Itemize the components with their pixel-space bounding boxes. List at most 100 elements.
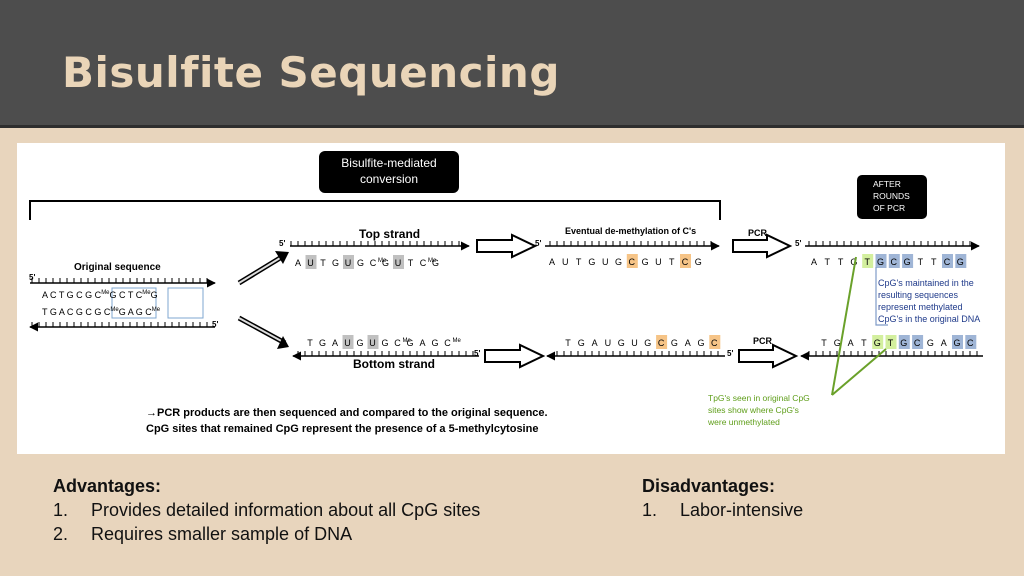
header-divider — [0, 125, 1024, 128]
sequence-base: T — [838, 257, 844, 267]
sequence-base: U — [602, 257, 609, 267]
methyl-superscript: Me — [378, 258, 387, 264]
sequence-base: T — [576, 257, 582, 267]
original-label: Original sequence — [74, 262, 161, 273]
base-highlight — [955, 254, 967, 268]
diagram-caption: →PCR products are then sequenced and com… — [146, 407, 548, 435]
svg-text:→PCR products are then sequenc: →PCR products are then sequenced and com… — [146, 407, 548, 419]
after-pcr-label-box — [857, 175, 927, 219]
svg-text:resulting sequences: resulting sequences — [878, 290, 959, 300]
sequence-base: C — [914, 338, 921, 348]
demethylation-label: Eventual de-methylation of C's — [565, 226, 696, 236]
pcr-label-bottom: PCR — [753, 336, 773, 346]
base-highlight — [393, 255, 404, 269]
sequence-base: G — [588, 257, 595, 267]
header-bar — [0, 0, 1024, 125]
svg-text:CpG's in the original DNA: CpG's in the original DNA — [878, 314, 980, 324]
conversion-label-box — [319, 151, 459, 193]
list-item: 1.Provides detailed information about al… — [53, 500, 481, 520]
svg-text:CpG sites that remained CpG re: CpG sites that remained CpG represent th… — [146, 423, 538, 435]
sequence-base: U — [562, 257, 569, 267]
sequence-base: A — [811, 257, 817, 267]
base-highlight — [898, 335, 910, 349]
top-strand-label: Top strand — [359, 227, 420, 241]
sequence-base: C — [944, 257, 951, 267]
base-highlight — [656, 335, 668, 349]
sequence-base: C — [682, 257, 689, 267]
sequence-base: G — [381, 338, 388, 348]
base-highlight — [342, 335, 354, 349]
disadvantages-list: Disadvantages: 1.Labor-intensive — [642, 474, 803, 522]
sequence-base: C — [444, 338, 451, 348]
base-highlight — [872, 335, 884, 349]
svg-text:TpG's seen in original CpG: TpG's seen in original CpG — [708, 393, 810, 403]
methyl-superscript: Me — [403, 338, 412, 344]
sequence-base: T — [821, 338, 827, 348]
slide-title: Bisulfite Sequencing — [62, 48, 560, 97]
sequence-base: G — [953, 338, 960, 348]
methyl-superscript: Me — [428, 258, 437, 264]
original-sequence: Original sequence 5' A C T G C G CMeG C … — [29, 262, 218, 332]
sequence-base: C — [891, 257, 898, 267]
sequence-base: G — [644, 338, 651, 348]
sequence-base: G — [615, 257, 622, 267]
methylated-note: CpG's maintained in the resulting sequen… — [878, 278, 980, 324]
sequence-base: A — [549, 257, 555, 267]
base-highlight — [367, 335, 379, 349]
sequence-base: G — [319, 338, 326, 348]
base-highlight — [709, 335, 721, 349]
base-highlight — [912, 335, 924, 349]
base-highlight — [875, 254, 887, 268]
unmethylated-note: TpG's seen in original CpG sites show wh… — [707, 393, 810, 427]
after-pcr-line3: OF PCR — [873, 203, 905, 213]
sequence-base: U — [344, 338, 351, 348]
pcr-arrow-bottom — [738, 343, 799, 369]
sequence-base: C — [967, 338, 974, 348]
unmethylated-pointer-top — [831, 256, 857, 396]
base-highlight — [952, 335, 963, 349]
svg-text:sites show where CpG's: sites show where CpG's — [708, 405, 799, 415]
sequence-base: G — [431, 338, 438, 348]
sequence-base: A — [332, 338, 338, 348]
sequence-base: A — [295, 258, 301, 268]
base-highlight — [343, 255, 354, 269]
sequence-base: G — [432, 258, 439, 268]
bisulfite-diagram: Bisulfite-mediated conversion AFTER ROUN… — [17, 143, 1005, 454]
unmethylated-pointer-bottom — [831, 348, 887, 396]
sequence-base: G — [618, 338, 625, 348]
sequence-base: G — [874, 338, 881, 348]
sequence-base: G — [406, 338, 413, 348]
sequence-base: C — [420, 258, 427, 268]
base-highlight — [885, 335, 897, 349]
sequence-base: G — [578, 338, 585, 348]
sequence-base: U — [655, 257, 662, 267]
five-prime-label: 5' — [29, 273, 35, 282]
sequence-base: G — [957, 257, 964, 267]
sequence-base: A — [685, 338, 691, 348]
sequence-base: T — [408, 258, 414, 268]
sequence-base: U — [605, 338, 612, 348]
sequence-base: A — [941, 338, 947, 348]
sequence-base: U — [307, 258, 314, 268]
sequence-base: G — [695, 257, 702, 267]
sequence-base: C — [370, 258, 377, 268]
after-pcr-line1: AFTER — [873, 179, 901, 189]
sequence-base: G — [382, 258, 389, 268]
sequence-base: A — [848, 338, 854, 348]
sequence-base: T — [669, 257, 675, 267]
sequence-base: T — [565, 338, 571, 348]
sequence-base: G — [642, 257, 649, 267]
sequence-base: G — [332, 258, 339, 268]
disadvantages-heading: Disadvantages: — [642, 476, 776, 496]
sequence-base: C — [711, 338, 718, 348]
list-item: 2.Requires smaller sample of DNA — [53, 524, 353, 544]
base-highlight — [305, 255, 317, 269]
five-prime-label: 5' — [535, 239, 541, 248]
base-highlight — [680, 254, 691, 268]
methyl-superscript: Me — [453, 338, 462, 344]
sequence-base: A — [592, 338, 598, 348]
five-prime-label: 5' — [474, 349, 480, 358]
original-top-seq: A C T G C G CMeG C T CMeG — [42, 290, 158, 300]
